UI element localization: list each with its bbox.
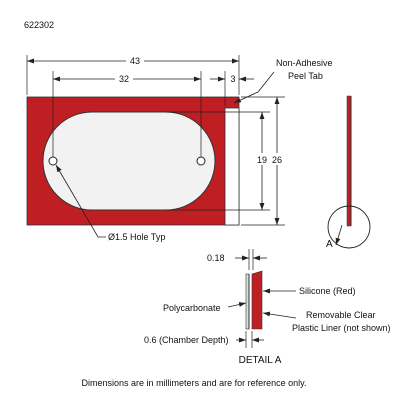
side-view: A	[326, 95, 371, 250]
dimension-43-label: 43	[130, 56, 140, 66]
section-marker-a: A	[326, 239, 333, 250]
dimension-chamber-length: 32	[52, 71, 202, 157]
dimension-3-label: 3	[230, 74, 235, 84]
detail-silicone-layer	[251, 270, 263, 330]
dimension-chamber-height: 19	[165, 111, 271, 211]
polycarbonate-label: Polycarbonate	[163, 303, 221, 313]
dimension-overall-length: 43	[26, 54, 240, 95]
port-hole-left	[48, 156, 58, 166]
footnote: Dimensions are in millimeters and are fo…	[82, 378, 307, 388]
dimension-tab-width: 3	[210, 71, 254, 106]
liner-label-line1: Removable Clear	[306, 310, 376, 320]
peel-tab	[224, 107, 240, 226]
hole-callout-label: Ø1.5 Hole Typ	[108, 232, 165, 242]
silicone-label: Silicone (Red)	[299, 286, 356, 296]
hole-callout: Ø1.5 Hole Typ	[55, 164, 165, 242]
peel-tab-callout: Non-Adhesive Peel Tab	[233, 58, 333, 104]
port-hole-right	[196, 156, 206, 166]
side-view-silicone	[346, 95, 352, 227]
peel-tab-label-line1: Non-Adhesive	[276, 58, 333, 68]
part-number: 622302	[24, 20, 54, 30]
liner-label-line2: Plastic Liner (not shown)	[292, 323, 391, 333]
detail-circle	[327, 205, 371, 249]
chamber-opening	[42, 111, 216, 211]
dimension-26-label: 26	[272, 155, 282, 165]
detail-a-title: DETAIL A	[239, 355, 282, 366]
dimension-018-label: 0.18	[207, 253, 225, 263]
dimension-19-label: 19	[257, 155, 267, 165]
gasket-front-view	[26, 96, 240, 226]
peel-tab-label-line2: Peel Tab	[288, 71, 323, 81]
detail-a: 0.18 Polycarbonate Silicone (Red) Remova…	[144, 249, 391, 366]
detail-polycarbonate-layer	[245, 273, 250, 330]
chamber-depth-label: 0.6 (Chamber Depth)	[144, 335, 229, 345]
dimension-32-label: 32	[119, 74, 129, 84]
dimension-overall-height: 26	[241, 96, 286, 226]
